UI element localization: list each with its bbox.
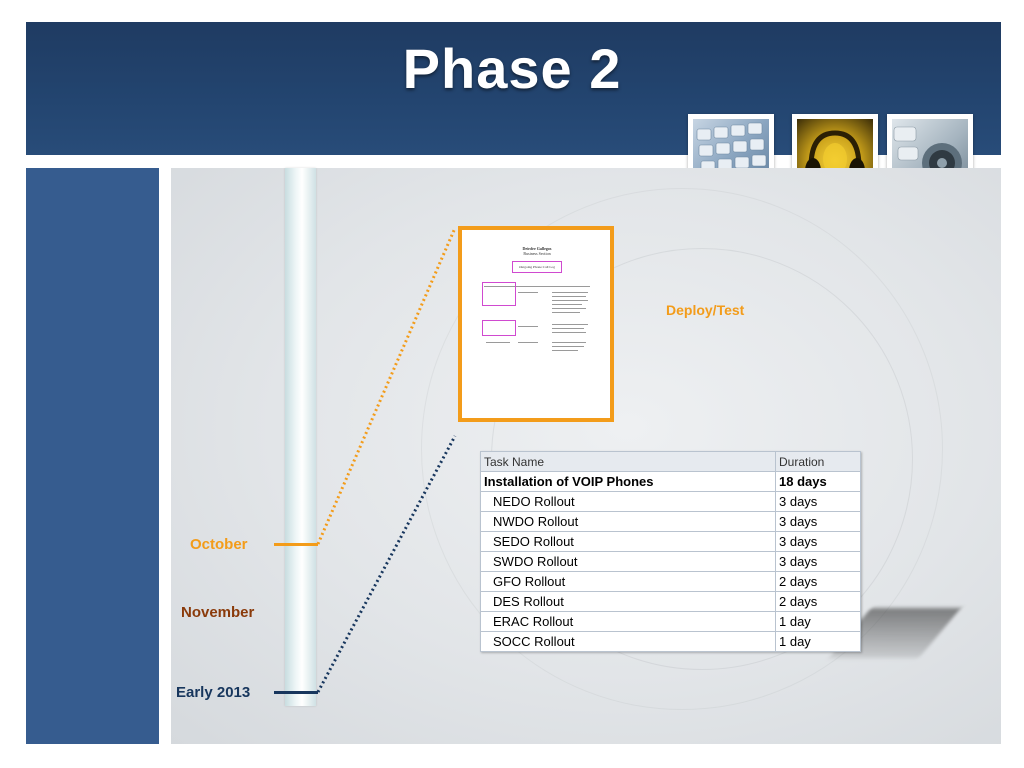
document-highlight-box: [482, 282, 516, 306]
document-header: Deirdre Gallegos Business Section: [474, 246, 600, 256]
task-name-cell: SWDO Rollout: [480, 551, 776, 572]
duration-cell: 3 days: [775, 531, 861, 552]
deploy-test-label: Deploy/Test: [666, 302, 745, 318]
duration-cell: 3 days: [775, 511, 861, 532]
document-text-line: [486, 342, 510, 343]
table-row: NEDO Rollout 3 days: [480, 491, 861, 512]
duration-cell: 3 days: [775, 491, 861, 512]
document-text-line: [552, 342, 586, 343]
timeline-label-october: October: [190, 536, 248, 553]
document-text-line: [552, 296, 586, 297]
column-header-duration: Duration: [775, 451, 861, 472]
task-name-cell: SEDO Rollout: [480, 531, 776, 552]
document-heading: Outgoing Phone Call Log: [518, 265, 556, 269]
document-subtitle: Business Section: [523, 251, 551, 256]
duration-cell: 3 days: [775, 551, 861, 572]
timeline-pole: [285, 168, 316, 706]
duration-cell: 1 day: [775, 631, 861, 652]
document-text-line: [552, 332, 586, 333]
task-name-cell: SOCC Rollout: [480, 631, 776, 652]
document-text-line: [552, 312, 580, 313]
task-name-cell: NEDO Rollout: [480, 491, 776, 512]
table-row: ERAC Rollout 1 day: [480, 611, 861, 632]
table-row-summary: Installation of VOIP Phones 18 days: [480, 471, 861, 492]
table-row: GFO Rollout 2 days: [480, 571, 861, 592]
document-text-line: [552, 292, 588, 293]
document-text-line: [552, 304, 582, 305]
document-text-line: [552, 350, 578, 351]
table-row: DES Rollout 2 days: [480, 591, 861, 612]
task-name-cell: NWDO Rollout: [480, 511, 776, 532]
table-row: SEDO Rollout 3 days: [480, 531, 861, 552]
background-decoration: [421, 188, 943, 710]
document-text-line: [518, 292, 538, 293]
document-text-line: [552, 300, 588, 301]
duration-cell: 18 days: [775, 471, 861, 492]
slide-title: Phase 2: [402, 37, 622, 100]
table-header-row: Task Name Duration: [480, 451, 861, 472]
document-page: Deirdre Gallegos Business Section Outgoi…: [474, 242, 600, 402]
timeline-label-november: November: [181, 604, 255, 621]
task-name-cell: Installation of VOIP Phones: [480, 471, 776, 492]
document-highlight-box: [482, 320, 516, 336]
task-table: Task Name Duration Installation of VOIP …: [480, 451, 861, 652]
document-text-line: [518, 326, 538, 327]
duration-cell: 2 days: [775, 571, 861, 592]
left-accent-panel: [26, 168, 159, 744]
document-text-line: [552, 328, 584, 329]
timeline-label-early-2013: Early 2013: [176, 684, 251, 701]
document-text-line: [552, 308, 586, 309]
october-connector: [316, 227, 457, 545]
document-heading-box: Outgoing Phone Call Log: [512, 261, 562, 273]
document-thumbnail: Deirdre Gallegos Business Section Outgoi…: [458, 226, 614, 422]
column-header-task: Task Name: [480, 451, 776, 472]
table-row: SWDO Rollout 3 days: [480, 551, 861, 572]
document-name: Deirdre Gallegos: [522, 246, 552, 251]
early-2013-connector: [316, 435, 457, 693]
october-marker: [274, 543, 318, 546]
document-text-line: [552, 346, 584, 347]
document-text-line: [552, 324, 588, 325]
table-row: NWDO Rollout 3 days: [480, 511, 861, 532]
task-name-cell: DES Rollout: [480, 591, 776, 612]
task-name-cell: ERAC Rollout: [480, 611, 776, 632]
document-text-line: [518, 342, 538, 343]
early-2013-marker: [274, 691, 318, 694]
task-name-cell: GFO Rollout: [480, 571, 776, 592]
duration-cell: 1 day: [775, 611, 861, 632]
duration-cell: 2 days: [775, 591, 861, 612]
table-row: SOCC Rollout 1 day: [480, 631, 861, 652]
document-text-line: [484, 286, 590, 287]
